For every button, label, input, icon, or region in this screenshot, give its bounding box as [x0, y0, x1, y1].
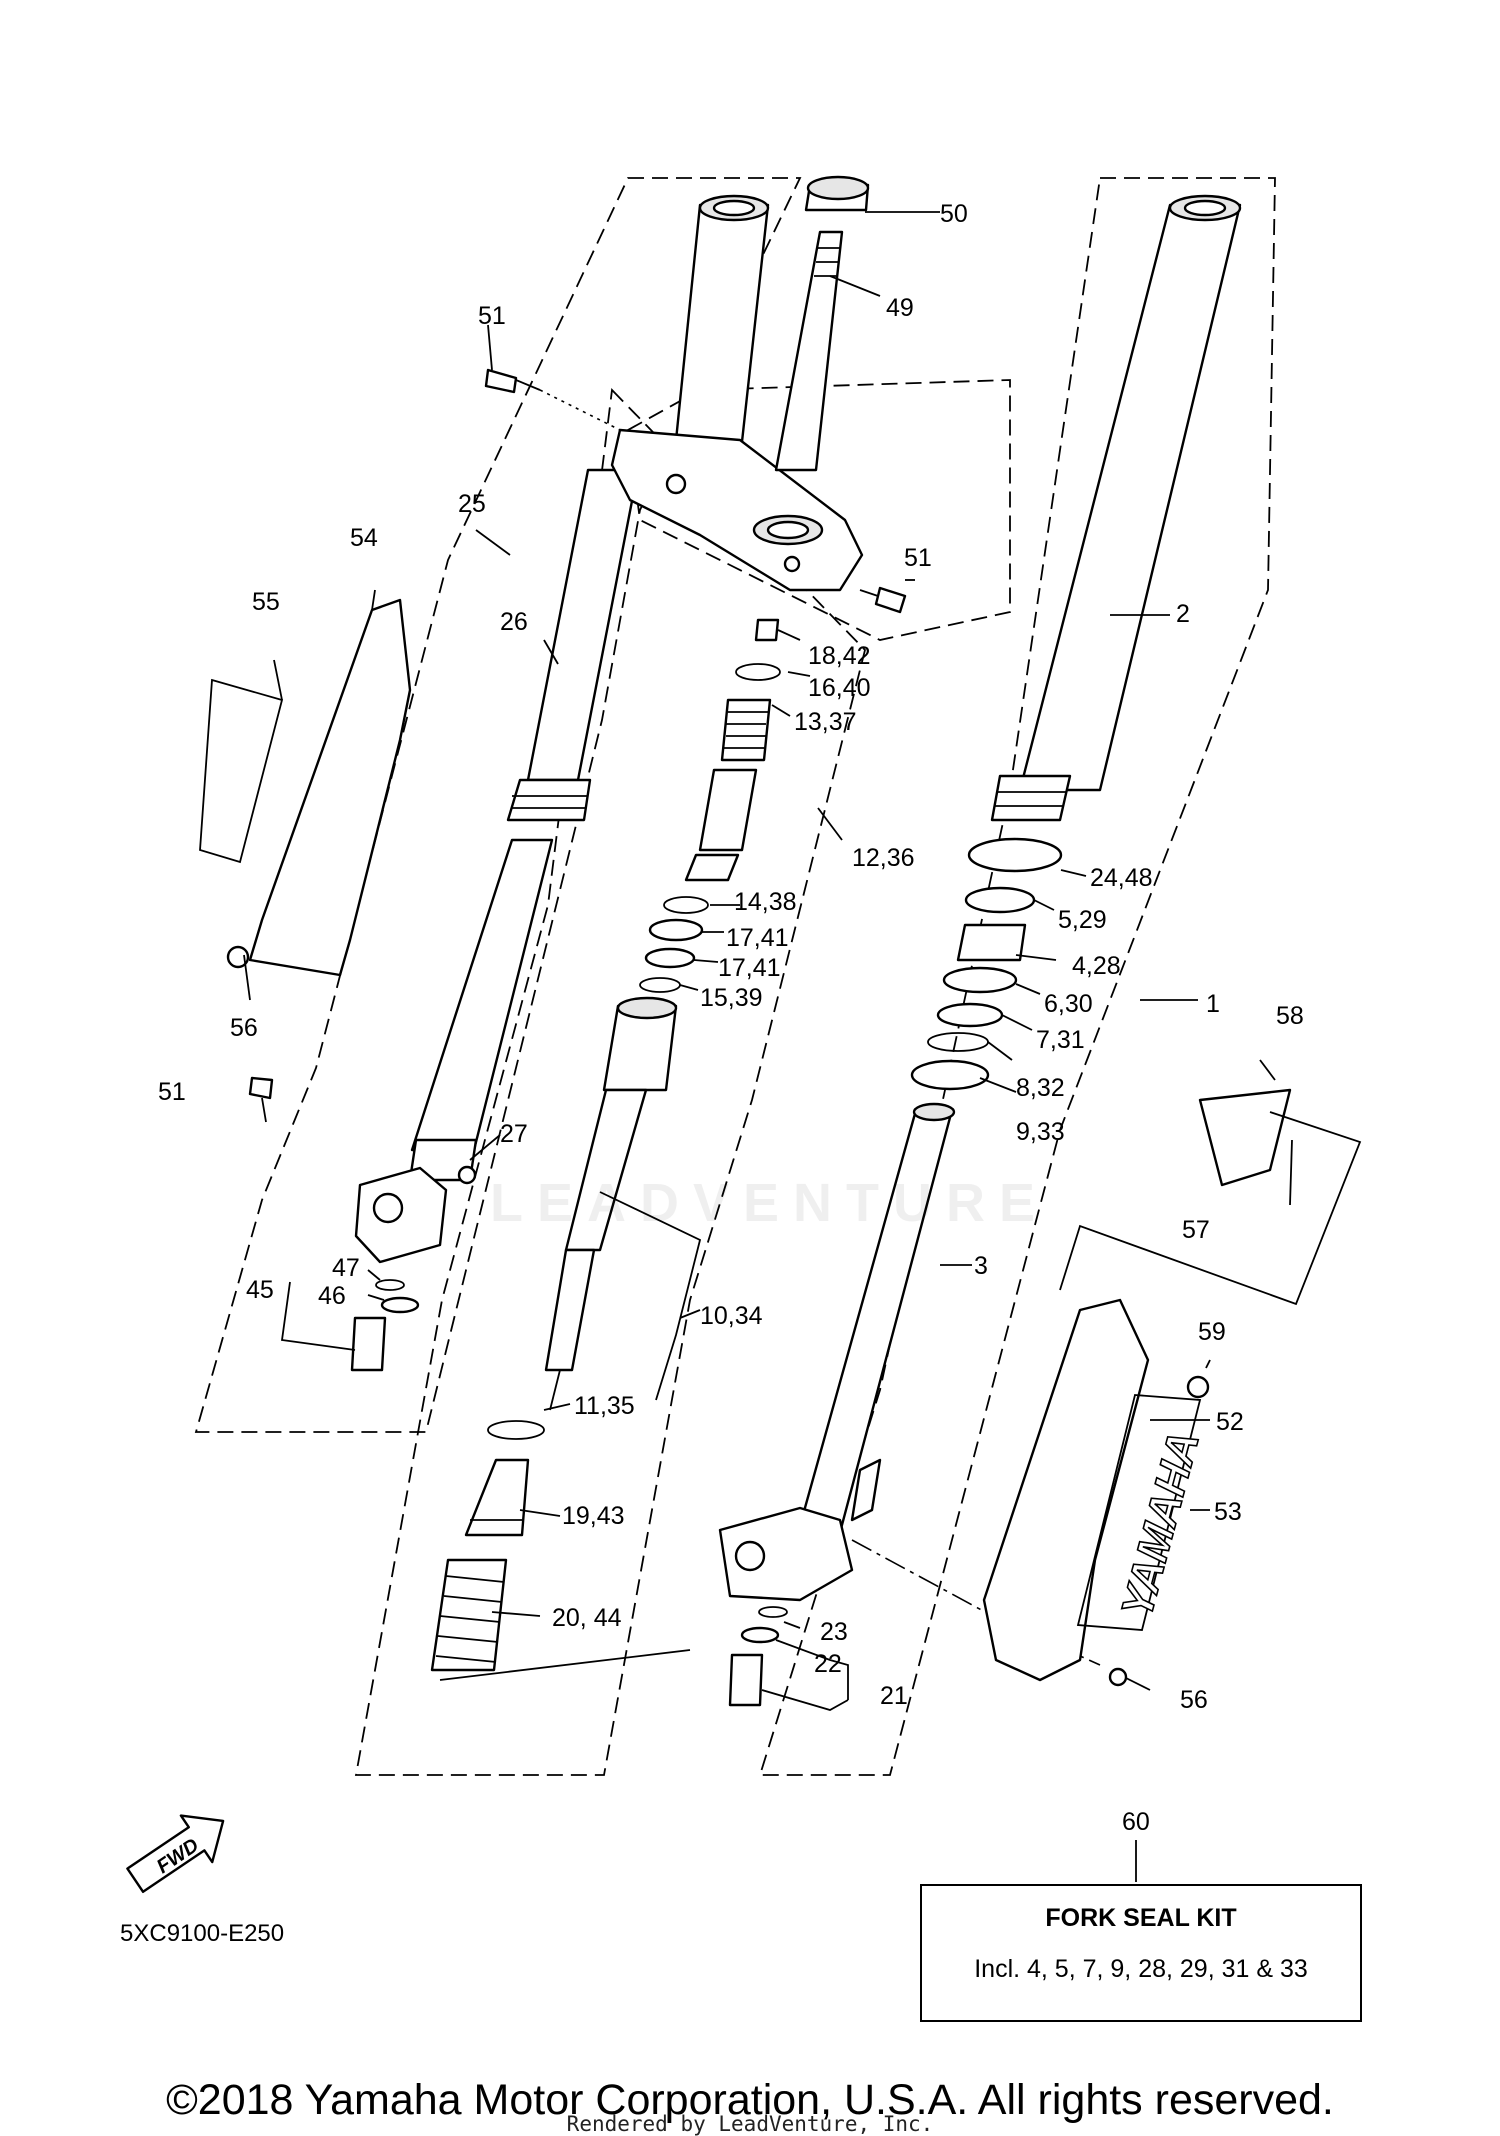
leader-lines — [243, 211, 1362, 1882]
label-19-43: 19,43 — [562, 1502, 625, 1530]
left-axle-bracket — [354, 1165, 477, 1264]
right-fork-tube — [794, 194, 1242, 1542]
cartridge-internals — [430, 618, 781, 1672]
label-13-37: 13,37 — [794, 708, 857, 736]
yamaha-decal-text: YAMAHA — [1112, 1427, 1208, 1623]
label-14-38: 14,38 — [734, 888, 797, 916]
label-54: 54 — [350, 524, 378, 552]
seal-stack — [910, 837, 1063, 1091]
label-12-36: 12,36 — [852, 844, 915, 872]
diagram-code: 5XC9100-E250 — [120, 1920, 285, 1947]
label-27: 27 — [500, 1120, 528, 1148]
label-16-40: 16,40 — [808, 674, 871, 702]
label-46: 46 — [318, 1282, 346, 1310]
axle-bolts — [350, 1279, 788, 1707]
label-51a: 51 — [478, 302, 506, 330]
label-17-41a: 17,41 — [726, 924, 789, 952]
label-17-41b: 17,41 — [718, 954, 781, 982]
label-57: 57 — [1182, 1216, 1210, 1244]
label-45: 45 — [246, 1276, 274, 1304]
label-47: 47 — [332, 1254, 360, 1282]
label-58: 58 — [1276, 1002, 1304, 1030]
kit-title: FORK SEAL KIT — [1045, 1904, 1237, 1932]
label-53: 53 — [1214, 1498, 1242, 1526]
label-1: 1 — [1206, 990, 1220, 1018]
boundary-cartridge-12-36 — [354, 388, 866, 1776]
fork-seal-kit-box: FORK SEAL KIT Incl. 4, 5, 7, 9, 28, 29, … — [920, 1884, 1362, 2022]
left-fork-tube — [408, 194, 770, 1182]
label-55: 55 — [252, 588, 280, 616]
label-22: 22 — [814, 1650, 842, 1678]
label-60: 60 — [1122, 1808, 1150, 1836]
label-11-35: 11,35 — [574, 1392, 635, 1420]
label-20-44: 20, 44 — [552, 1604, 622, 1632]
label-7-31: 7,31 — [1036, 1026, 1085, 1054]
label-52: 52 — [1216, 1408, 1244, 1436]
label-15-39: 15,39 — [700, 984, 763, 1012]
label-26: 26 — [500, 608, 528, 636]
label-56a: 56 — [230, 1014, 258, 1042]
label-56b: 56 — [1180, 1686, 1208, 1714]
label-23: 23 — [820, 1618, 848, 1646]
callout-labels: 50 49 51 51 51 25 54 55 26 2 18,42 16,40… — [158, 200, 1304, 1836]
rendered-by-notice: Rendered by LeadVenture, Inc. — [566, 2112, 934, 2136]
bolts-51 — [248, 368, 907, 1123]
triple-clamp — [610, 428, 864, 592]
label-51b: 51 — [904, 544, 932, 572]
label-50: 50 — [940, 200, 968, 228]
label-5-29: 5,29 — [1058, 906, 1107, 934]
label-2: 2 — [1176, 600, 1190, 628]
label-21: 21 — [880, 1682, 908, 1710]
label-24-48: 24,48 — [1090, 864, 1153, 892]
label-49: 49 — [886, 294, 914, 322]
label-3: 3 — [974, 1252, 988, 1280]
label-6-30: 6,30 — [1044, 990, 1093, 1018]
label-25: 25 — [458, 490, 486, 518]
kit-description: Incl. 4, 5, 7, 9, 28, 29, 31 & 33 — [974, 1955, 1308, 1983]
label-59: 59 — [1198, 1318, 1226, 1346]
label-10-34: 10,34 — [700, 1302, 763, 1330]
label-51c: 51 — [158, 1078, 186, 1106]
steering-stem — [774, 175, 870, 472]
label-18-42: 18,42 — [808, 642, 871, 670]
fork-guards — [199, 598, 1292, 1687]
fwd-arrow-icon: FWD — [126, 1814, 225, 1894]
watermark: LEADVENTURE — [490, 1173, 1050, 1233]
label-4-28: 4,28 — [1072, 952, 1121, 980]
label-9-33: 9,33 — [1016, 1118, 1065, 1146]
label-8-32: 8,32 — [1016, 1074, 1065, 1102]
copyright-notice: ©2018 Yamaha Motor Corporation, U.S.A. A… — [166, 2076, 1334, 2124]
